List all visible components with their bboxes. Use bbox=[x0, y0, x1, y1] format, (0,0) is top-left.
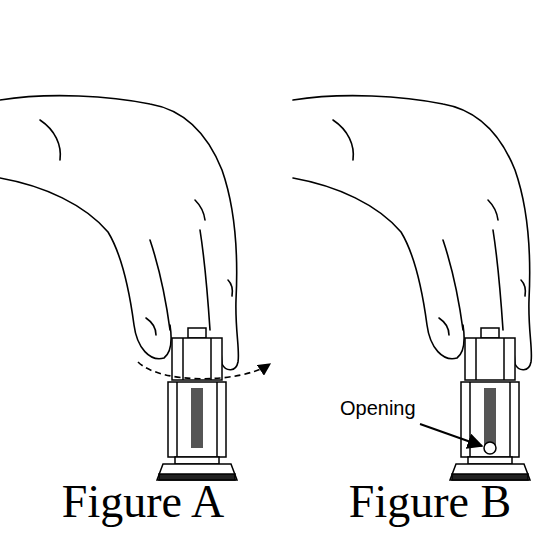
adapter-a bbox=[157, 328, 237, 480]
figure-caption: Figure B bbox=[349, 476, 511, 529]
figure-caption: Figure A bbox=[62, 476, 224, 529]
leader-arrow bbox=[420, 424, 482, 446]
rotation-arrow bbox=[138, 362, 270, 379]
callout-label: Opening bbox=[338, 397, 418, 420]
adapter-b bbox=[450, 328, 530, 480]
opening-hole bbox=[484, 442, 496, 454]
